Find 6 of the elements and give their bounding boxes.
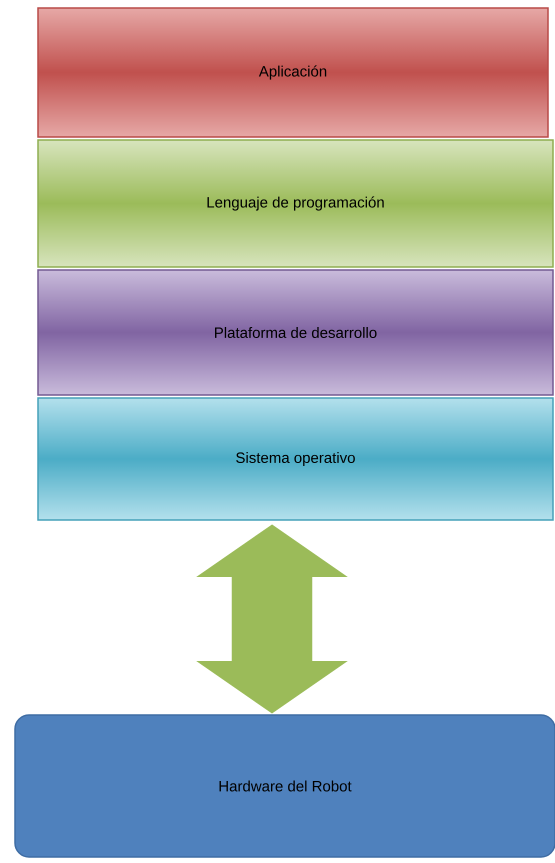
layer-box: Aplicación (37, 7, 549, 138)
double-arrow (196, 524, 348, 714)
layer-box: Lenguaje de programación (37, 139, 554, 268)
layer-box: Sistema operativo (37, 397, 554, 521)
layer-box: Plataforma de desarrollo (37, 269, 554, 396)
hardware-box: Hardware del Robot (14, 714, 555, 858)
